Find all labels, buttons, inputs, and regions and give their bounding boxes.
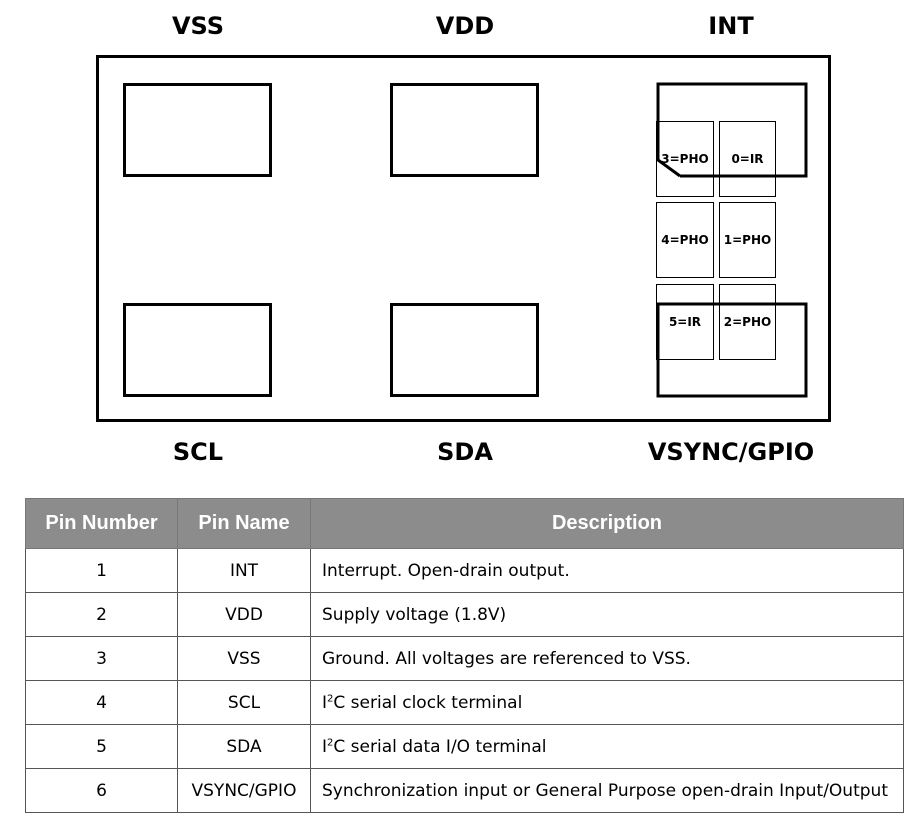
pin-name-cell: VSYNC/GPIO <box>177 768 311 813</box>
description-cell: I2C serial data I/O terminal <box>310 724 904 769</box>
pad-int <box>656 82 808 178</box>
sensor-cell-3-pho: 3=PHO <box>656 121 714 197</box>
description-cell: Interrupt. Open-drain output. <box>310 548 904 593</box>
header-pin-number: Pin Number <box>25 498 178 549</box>
pin-number-cell: 3 <box>25 636 178 681</box>
bottom-label-sda: SDA <box>437 438 493 466</box>
table-row: 2 VDD Supply voltage (1.8V) <box>25 592 904 637</box>
top-label-int: INT <box>708 12 754 40</box>
pad-vss <box>123 83 272 177</box>
sensor-cell-4-pho: 4=PHO <box>656 202 714 278</box>
table-row: 4 SCL I2C serial clock terminal <box>25 680 904 725</box>
sensor-cell-2-pho: 2=PHO <box>719 284 776 360</box>
int-vsync-pads <box>656 82 808 398</box>
sensor-cell-5-ir: 5=IR <box>656 284 714 360</box>
pin-name-cell: SDA <box>177 724 311 769</box>
pin-number-cell: 4 <box>25 680 178 725</box>
description-cell: Supply voltage (1.8V) <box>310 592 904 637</box>
top-label-vss: VSS <box>171 12 225 40</box>
description-cell: Ground. All voltages are referenced to V… <box>310 636 904 681</box>
pin-name-cell: SCL <box>177 680 311 725</box>
header-pin-name: Pin Name <box>177 498 311 549</box>
pin-table: Pin Number Pin Name Description 1 INT In… <box>25 498 904 813</box>
table-row: 6 VSYNC/GPIO Synchronization input or Ge… <box>25 768 904 813</box>
bottom-label-vsync-gpio: VSYNC/GPIO <box>647 438 815 466</box>
table-row: 5 SDA I2C serial data I/O terminal <box>25 724 904 769</box>
description-cell: Synchronization input or General Purpose… <box>310 768 904 813</box>
pin-name-cell: VDD <box>177 592 311 637</box>
pad-vdd <box>390 83 539 177</box>
bottom-label-scl: SCL <box>172 438 224 466</box>
pad-sda <box>390 303 539 397</box>
sensor-cell-1-pho: 1=PHO <box>719 202 776 278</box>
pin-name-cell: VSS <box>177 636 311 681</box>
pin-number-cell: 6 <box>25 768 178 813</box>
pin-number-cell: 1 <box>25 548 178 593</box>
table-header-row: Pin Number Pin Name Description <box>25 498 904 549</box>
pin-name-cell: INT <box>177 548 311 593</box>
sensor-cell-0-ir: 0=IR <box>719 121 776 197</box>
header-description: Description <box>310 498 904 549</box>
pad-vsync <box>656 302 808 398</box>
table-row: 1 INT Interrupt. Open-drain output. <box>25 548 904 593</box>
pad-scl <box>123 303 272 397</box>
pin-number-cell: 2 <box>25 592 178 637</box>
pin-number-cell: 5 <box>25 724 178 769</box>
package-outline <box>96 55 831 422</box>
pinout-diagram: VSS VDD INT 3=PHO 0=IR 4=PHO 1=PHO 5=IR … <box>96 12 831 466</box>
table-row: 3 VSS Ground. All voltages are reference… <box>25 636 904 681</box>
description-cell: I2C serial clock terminal <box>310 680 904 725</box>
top-label-vdd: VDD <box>435 12 495 40</box>
